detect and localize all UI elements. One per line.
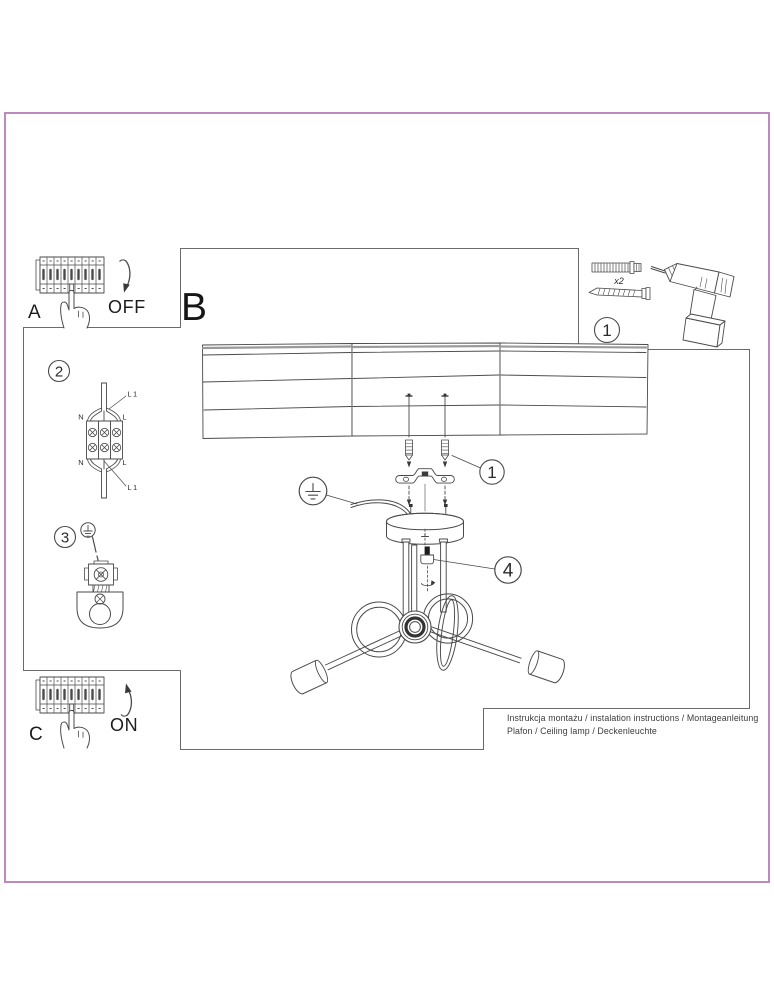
step-c-box <box>23 670 181 750</box>
step-a-box <box>23 248 181 328</box>
step-c-label: C <box>29 724 43 745</box>
footer-text-box <box>483 708 750 750</box>
product-image-frame <box>4 112 770 883</box>
instruction-sheet-border <box>23 248 750 750</box>
power-on-label: ON <box>110 715 139 735</box>
step-b-label: B <box>181 286 208 329</box>
parts-required-box <box>578 248 750 350</box>
power-off-label: OFF <box>108 297 146 317</box>
footer-line-1: Instrukcja montażu / instalation instruc… <box>507 713 759 723</box>
footer-text: Instrukcja montażu / instalation instruc… <box>507 712 758 739</box>
footer-line-2: Plafon / Ceiling lamp / Deckenleuchte <box>507 726 657 737</box>
step-a-label: A <box>28 302 41 323</box>
